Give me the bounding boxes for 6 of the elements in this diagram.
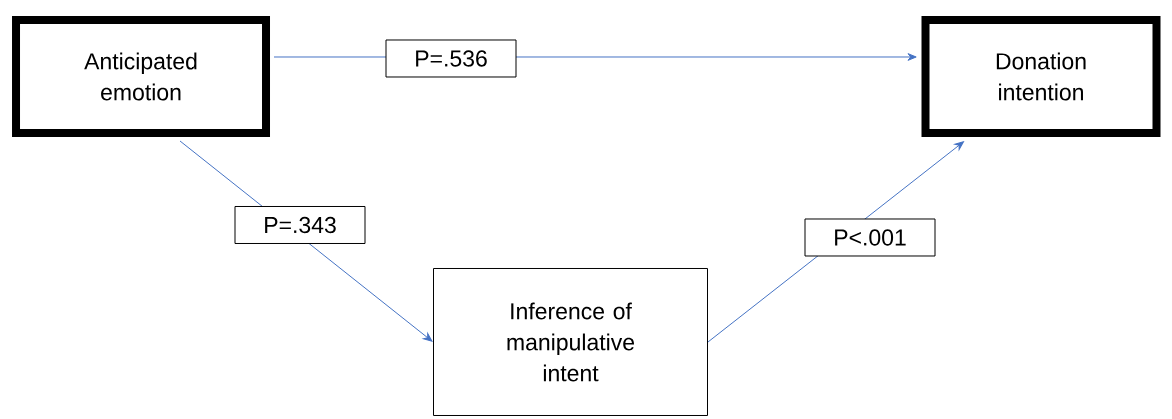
process-box: Inference of manipulative intent	[433, 268, 708, 416]
edge-label: P<.001	[804, 218, 936, 257]
process-box: Donation intention	[921, 16, 1161, 137]
edge-label: P=.343	[234, 206, 366, 244]
edge-label: P=.536	[385, 39, 517, 78]
process-box: Anticipated emotion	[12, 16, 270, 137]
